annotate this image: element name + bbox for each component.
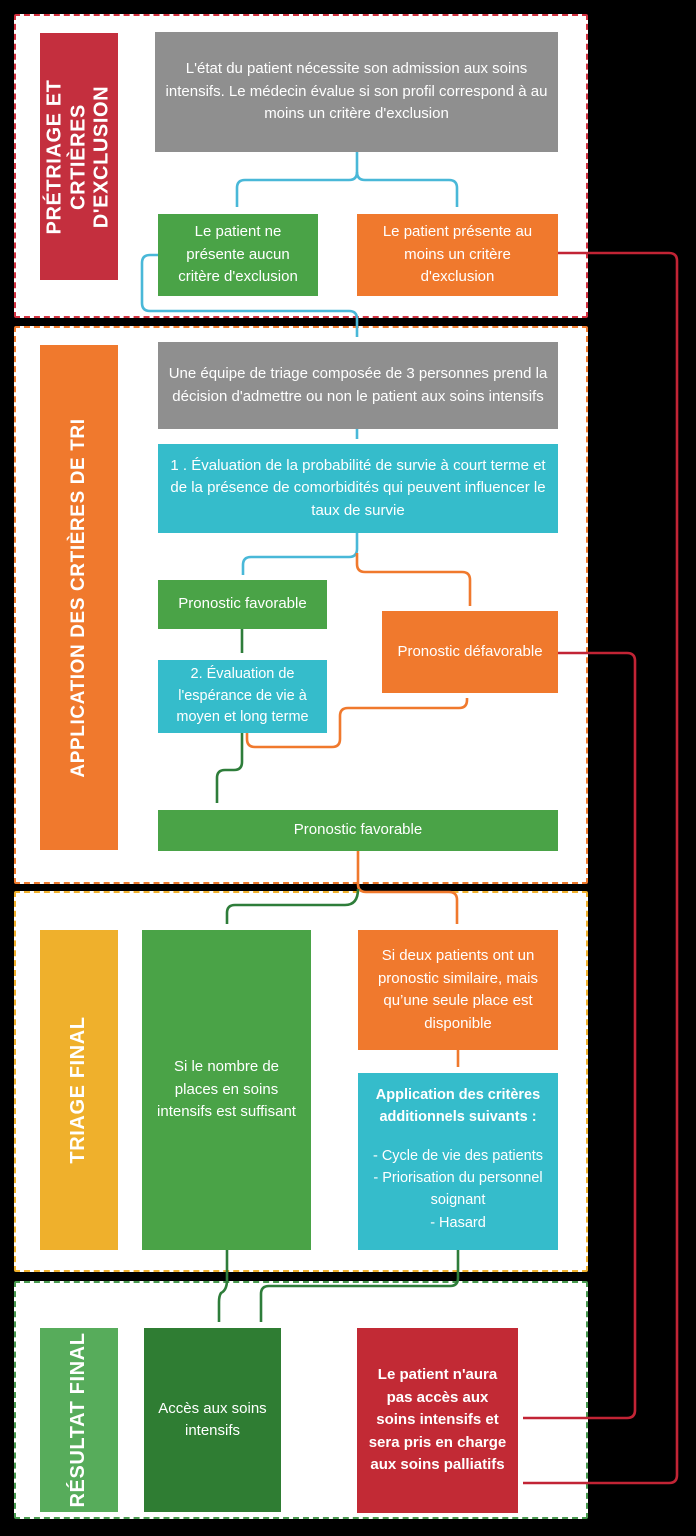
sidebar-triage-final: TRIAGE FINAL xyxy=(40,930,118,1250)
sidebar-pretriage-label: PRÉTRIAGE ET CRTIÈRES D'EXCLUSION xyxy=(43,79,113,234)
critere-hasard: - Hasard xyxy=(430,1214,486,1231)
box-pas-acces-soins-palliatifs: Le patient n'aura pas accès aux soins in… xyxy=(357,1328,518,1513)
box-deux-patients: Si deux patients ont un pronostic simila… xyxy=(358,930,558,1050)
box-equipe-triage: Une équipe de triage composée de 3 perso… xyxy=(158,342,558,429)
sidebar-resultat-final: RÉSULTAT FINAL xyxy=(40,1328,118,1512)
box-evaluation-1: 1 . Évaluation de la probabilité de surv… xyxy=(158,444,558,533)
box-pronostic-favorable-2: Pronostic favorable xyxy=(158,810,558,851)
box-acces-soins-intensifs: Accès aux soins intensifs xyxy=(144,1328,281,1512)
sidebar-application-criteres: APPLICATION DES CRTIÈRES DE TRI xyxy=(40,345,118,850)
sidebar-triage-final-label: TRIAGE FINAL xyxy=(67,1016,90,1164)
box-criteres-additionnels: Application des critères additionnels su… xyxy=(358,1073,558,1250)
criteres-additionnels-title: Application des critères additionnels su… xyxy=(375,1087,541,1125)
box-critere-exclusion-present: Le patient présente au moins un critère … xyxy=(357,214,558,296)
box-evaluation-2: 2. Évaluation de l'espérance de vie à mo… xyxy=(158,660,327,733)
sidebar-pretriage: PRÉTRIAGE ET CRTIÈRES D'EXCLUSION xyxy=(40,33,118,280)
critere-priorisation-personnel: - Priorisation du personnel soignant xyxy=(373,1169,543,1209)
sidebar-application-criteres-label: APPLICATION DES CRTIÈRES DE TRI xyxy=(67,417,89,778)
sidebar-resultat-final-label: RÉSULTAT FINAL xyxy=(67,1332,90,1508)
critere-cycle-de-vie: - Cycle de vie des patients xyxy=(372,1147,544,1164)
box-aucun-critere-exclusion: Le patient ne présente aucun critère d'e… xyxy=(158,214,318,296)
box-places-suffisantes: Si le nombre de places en soins intensif… xyxy=(142,930,311,1250)
box-pronostic-defavorable: Pronostic défavorable xyxy=(382,611,558,693)
box-pronostic-favorable-1: Pronostic favorable xyxy=(158,580,327,629)
box-etat-patient: L'état du patient nécessite son admissio… xyxy=(155,32,558,152)
